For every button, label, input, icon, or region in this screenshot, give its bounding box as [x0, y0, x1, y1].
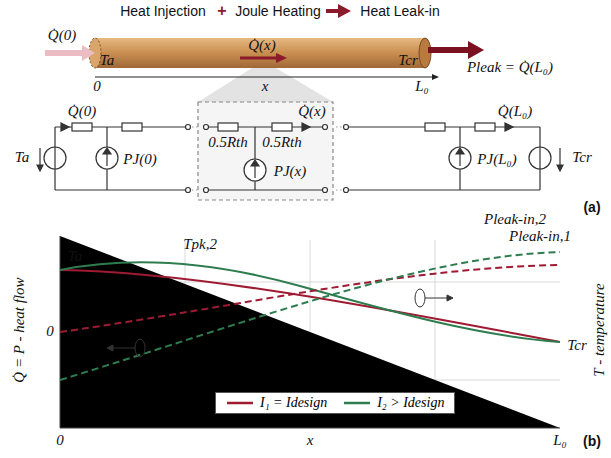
curve-label: Pleak-in,1: [509, 229, 571, 245]
panel-tag: (b): [583, 434, 601, 449]
heat-flow-label: Q̇(L₀): [498, 104, 532, 120]
header-text: Joule Heating: [235, 4, 321, 19]
rod: [89, 38, 431, 68]
heat-flow-label: Q̇(x): [298, 104, 325, 120]
axis-tick: 0: [46, 324, 54, 340]
header-text: Heat Leak-in: [360, 4, 439, 19]
header-arrow: [326, 4, 351, 18]
header-text: Heat Injection: [120, 4, 206, 19]
source-label: PJ(0): [123, 152, 156, 168]
chart-axes: [60, 236, 560, 428]
source-label: Ta: [15, 150, 29, 166]
thermal-circuit: [37, 102, 563, 200]
legend-line-sample: [343, 398, 371, 408]
heat-flow-label: Q̇(0): [48, 28, 76, 44]
resistor-label: 0.5Rth: [208, 135, 248, 151]
legend-item: I₂ > Idesign: [343, 395, 444, 411]
source-label: PJ(x): [274, 164, 306, 180]
legend-line-sample: [226, 398, 254, 408]
position-label: x: [262, 79, 269, 95]
heat-leak-label: Pleak = Q̇(L₀): [467, 60, 553, 76]
axis-tick: L₀: [553, 433, 567, 449]
legend-text: I₁ = Idesign: [260, 395, 327, 411]
legend-item: I₁ = Idesign: [226, 395, 327, 411]
chart-curves: [60, 252, 560, 380]
heat-flow-label: Q̇(x): [248, 38, 275, 54]
curve-label: Ta: [68, 249, 82, 265]
curve-label: Tcr: [567, 338, 586, 354]
heat-flow-label: Q̇(0): [68, 104, 96, 120]
legend-text: I₂ > Idesign: [377, 395, 444, 411]
curve-label: Tpk,2: [183, 237, 217, 253]
axis-indicators: [107, 289, 453, 357]
axis-title: T - temperature: [592, 283, 608, 376]
axis-tick: 0: [56, 433, 64, 449]
axis-tick: x: [307, 433, 314, 449]
temperature-label: Ta: [100, 53, 114, 69]
source-label: PJ(L₀): [477, 152, 516, 168]
panel-tag: (a): [583, 200, 600, 215]
resistor-label: 0.5Rth: [262, 135, 302, 151]
source-label: Tcr: [572, 150, 591, 166]
legend-box: I₁ = Idesign I₂ > Idesign: [215, 392, 455, 414]
temperature-label: Tcr: [398, 53, 417, 69]
zoom-band: [198, 68, 333, 102]
position-label: L₀: [415, 79, 429, 95]
axis-title: Q̇ = P - heat flow: [12, 277, 28, 382]
header-symbol: +: [217, 3, 226, 20]
position-label: 0: [93, 79, 101, 95]
curve-label: Pleak-in,2: [484, 212, 546, 228]
